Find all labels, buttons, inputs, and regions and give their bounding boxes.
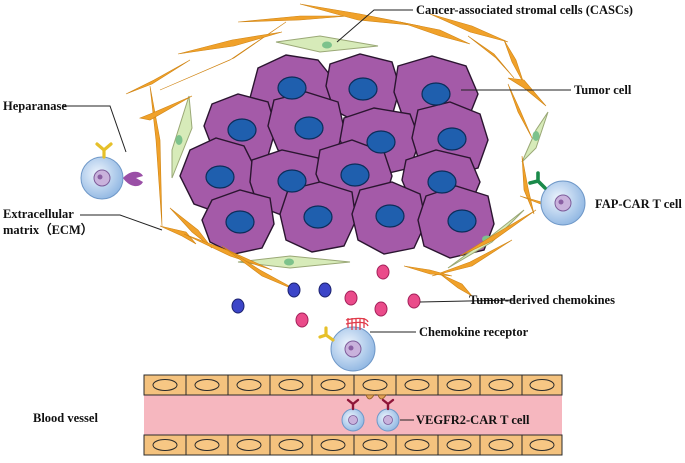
blood-vessel bbox=[143, 374, 563, 456]
endothelial-cell-icon bbox=[488, 439, 514, 451]
endothelial-cell-icon bbox=[194, 439, 220, 451]
chemokines bbox=[231, 264, 421, 328]
endothelial-cell-icon bbox=[404, 379, 430, 391]
antibody-receptor-icon bbox=[318, 326, 335, 342]
chemokine-icon bbox=[295, 312, 309, 328]
casc-label: Cancer-associated stromal cells (CASCs) bbox=[416, 3, 633, 17]
endothelial-cell-icon bbox=[362, 439, 388, 451]
tumor-cell-label: Tumor cell bbox=[574, 83, 632, 97]
endothelial-cell-icon bbox=[236, 439, 262, 451]
vegfr2-car-t-cells bbox=[341, 398, 400, 432]
fap-car-t-label: FAP-CAR T cell bbox=[595, 197, 682, 211]
vessel-wall-bottom bbox=[143, 434, 563, 456]
chemokine-receptor-t-cell bbox=[318, 317, 376, 372]
blood-vessel-label: Blood vessel bbox=[33, 411, 98, 425]
chemokine-icon bbox=[407, 293, 421, 309]
endothelial-cell-icon bbox=[362, 379, 388, 391]
heparanase-enzyme-icon bbox=[123, 171, 143, 187]
endothelial-cell-icon bbox=[446, 379, 472, 391]
endothelial-cell-icon bbox=[529, 379, 555, 391]
stromal-cell-icon bbox=[171, 95, 193, 179]
chemokine-receptor-label: Chemokine receptor bbox=[419, 325, 529, 339]
endothelial-cell-icon bbox=[320, 379, 346, 391]
chemokine-icon bbox=[287, 282, 301, 298]
leader-lines bbox=[63, 9, 571, 421]
antibody-receptor-icon bbox=[95, 142, 113, 159]
endothelial-cell-icon bbox=[320, 439, 346, 451]
chemokines-label: Tumor-derived chemokines bbox=[469, 293, 615, 307]
antibody-receptor-icon bbox=[381, 398, 395, 411]
ecm-label-line1: Extracellular bbox=[3, 207, 74, 221]
endothelial-cell-icon bbox=[152, 379, 178, 391]
stromal-cell-icon bbox=[521, 111, 549, 163]
endothelial-cell-icon bbox=[529, 439, 555, 451]
endothelial-cell-icon bbox=[278, 439, 304, 451]
chemokine-icon bbox=[376, 264, 390, 280]
endothelial-cell-icon bbox=[194, 379, 220, 391]
chemokine-receptor-icon bbox=[345, 317, 369, 330]
vessel-wall-top bbox=[143, 374, 563, 396]
fap-car-t-cell bbox=[528, 171, 586, 226]
endothelial-cell-icon bbox=[236, 379, 262, 391]
stromal-cell-icon bbox=[237, 255, 351, 269]
tumor-nuclei bbox=[205, 76, 477, 234]
stromal-cell-icon bbox=[275, 35, 379, 53]
stromal-cells bbox=[171, 35, 549, 269]
antibody-receptor-icon bbox=[346, 398, 360, 411]
endothelial-cell-icon bbox=[404, 439, 430, 451]
extracellular-matrix-fibers bbox=[125, 3, 585, 297]
vegfr2-car-t-label: VEGFR2-CAR T cell bbox=[416, 413, 530, 427]
chemokine-icon bbox=[374, 301, 388, 317]
antibody-receptor-icon bbox=[528, 171, 547, 190]
heparanase-t-cell bbox=[80, 142, 143, 200]
chemokine-icon bbox=[231, 298, 245, 314]
heparanase-label: Heparanase bbox=[3, 99, 67, 113]
endothelial-cell-icon bbox=[488, 379, 514, 391]
endothelial-cell-icon bbox=[152, 439, 178, 451]
endothelial-cell-icon bbox=[278, 379, 304, 391]
chemokine-icon bbox=[344, 290, 358, 306]
ecm-label-line2: matrix（ECM） bbox=[3, 222, 93, 237]
chemokine-icon bbox=[318, 282, 332, 298]
endothelial-cell-icon bbox=[446, 439, 472, 451]
